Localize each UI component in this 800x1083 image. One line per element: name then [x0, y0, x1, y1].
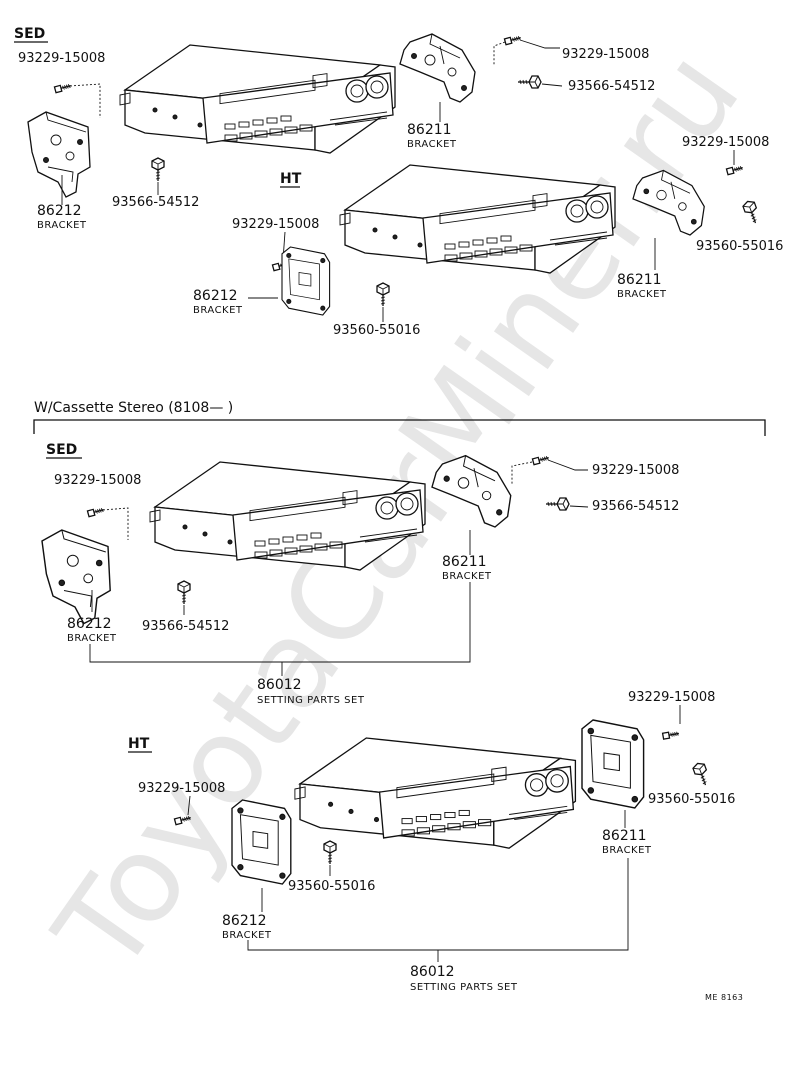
bottom-sed-bolt-right — [545, 497, 570, 511]
top-sed-bracket-left-no: 86212 — [37, 203, 82, 219]
bottom-ht-bolt-left — [323, 840, 337, 865]
top-ht-screw-right — [725, 164, 745, 176]
cassette-section-title: W/Cassette Stereo (8108— ) — [34, 400, 233, 416]
bottom-sed-bracket-right-no: 86211 — [442, 554, 487, 570]
bottom-sed-bracket-left-no: 86212 — [67, 616, 112, 632]
top-ht-bracket-left-no: 86212 — [193, 288, 238, 304]
bottom-ht-label: HT — [128, 736, 150, 752]
bottom-sed-bracket-left — [41, 529, 111, 625]
top-ht-bracket-right-no: 86211 — [617, 272, 662, 288]
bottom-sed-screw-left-label: 93229-15008 — [54, 473, 141, 488]
bottom-sed-bolt-left — [177, 580, 191, 605]
top-ht-bolt-right — [741, 198, 762, 226]
bottom-ht-bracket-right-no: 86211 — [602, 828, 647, 844]
bottom-ht-radio — [294, 737, 577, 849]
bottom-sed-bolt-left-label: 93566-54512 — [142, 619, 229, 634]
bottom-ht-screw-right — [661, 729, 681, 740]
bottom-sed-bracket-right-name: BRACKET — [442, 571, 492, 582]
top-sed-bolt-left — [151, 157, 165, 182]
top-sed-bracket-right-name: BRACKET — [407, 139, 457, 150]
top-ht-bracket-left-name: BRACKET — [193, 305, 243, 316]
top-sed-bracket-left — [27, 111, 91, 198]
bottom-sed-label: SED — [46, 442, 77, 458]
top-sed-screw-left — [53, 82, 73, 94]
bottom-sed-screw-right-label: 93229-15008 — [592, 463, 679, 478]
top-sed-bracket-right — [399, 33, 476, 103]
top-ht-label: HT — [280, 171, 302, 187]
bottom-sed-bolt-right-label: 93566-54512 — [592, 499, 679, 514]
top-ht-bolt-left — [376, 282, 390, 307]
bottom-ht-bolt-right-label: 93560-55016 — [648, 792, 735, 807]
top-sed-radio — [119, 44, 396, 154]
bottom-ht-bracket-left — [231, 799, 292, 885]
bottom-ht-screw-right-label: 93229-15008 — [628, 690, 715, 705]
bottom-ht-bolt-right — [691, 760, 712, 788]
top-sed-bracket-left-name: BRACKET — [37, 220, 87, 231]
top-sed-bolt-right-label: 93566-54512 — [568, 79, 655, 94]
top-ht-bolt-left-label: 93560-55016 — [333, 323, 420, 338]
top-ht-bracket-right-name: BRACKET — [617, 289, 667, 300]
top-sed-bracket-right-no: 86211 — [407, 122, 452, 138]
bottom-ht-bracket-left-name: BRACKET — [222, 930, 272, 941]
bottom-ht-set-name: SETTING PARTS SET — [410, 982, 518, 993]
bottom-sed-set-name: SETTING PARTS SET — [257, 695, 365, 706]
top-sed-bolt-left-label: 93566-54512 — [112, 195, 199, 210]
bottom-ht-bracket-right-name: BRACKET — [602, 845, 652, 856]
bottom-ht-bolt-left-label: 93560-55016 — [288, 879, 375, 894]
bottom-sed-bracket-left-name: BRACKET — [67, 633, 117, 644]
bottom-ht-bracket-right — [581, 719, 645, 809]
top-ht-screw-left-label: 93229-15008 — [232, 217, 319, 232]
top-ht-bolt-right-label: 93560-55016 — [696, 239, 783, 254]
top-sed-screw-right — [503, 34, 523, 46]
top-sed-screw-right-label: 93229-15008 — [562, 47, 649, 62]
bottom-ht-set-no: 86012 — [410, 964, 455, 980]
top-sed-screw-left-label: 93229-15008 — [18, 51, 105, 66]
bottom-sed-screw-left — [86, 506, 106, 518]
figure-code: ME 8163 — [705, 993, 743, 1002]
top-ht-bracket-left — [281, 246, 331, 316]
top-sed-label: SED — [14, 26, 45, 42]
bottom-sed-set-no: 86012 — [257, 677, 302, 693]
bottom-ht-bracket-left-no: 86212 — [222, 913, 267, 929]
top-sed-bolt-right — [517, 75, 542, 89]
bottom-sed-screw-right — [531, 454, 551, 466]
top-ht-screw-right-label: 93229-15008 — [682, 135, 769, 150]
bottom-ht-screw-left-label: 93229-15008 — [138, 781, 225, 796]
